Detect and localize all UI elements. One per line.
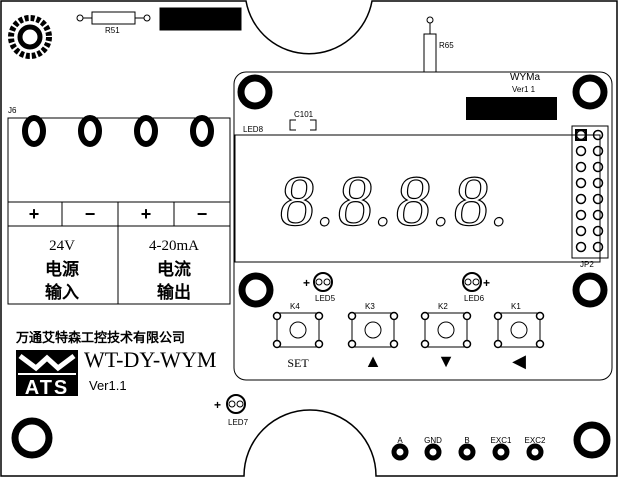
header-pin: [592, 145, 604, 157]
c101-label: C101: [294, 110, 314, 119]
black-pad: [159, 7, 242, 31]
header-pin: [575, 209, 587, 221]
ats-logo: ATS: [16, 350, 78, 399]
button-label: ▲: [364, 351, 382, 371]
button-ref-label: K1: [511, 302, 521, 311]
j6-label: J6: [8, 106, 17, 115]
svg-text:GND: GND: [424, 436, 442, 445]
input-label-line1: 电源: [45, 259, 79, 279]
terminal-minus-1: −: [85, 204, 96, 224]
led5: + LED5: [303, 272, 336, 303]
output-current-label: 4-20mA: [149, 238, 199, 254]
svg-text:+: +: [483, 276, 490, 290]
module-black-pad: [466, 97, 557, 120]
header-pin: [592, 177, 604, 189]
button-ref-label: K2: [438, 302, 448, 311]
button-label: ▼: [437, 351, 455, 371]
terminal-plus-1: +: [29, 204, 40, 224]
header-pin: [575, 177, 587, 189]
display-window: [234, 134, 601, 263]
led7-plus: +: [214, 398, 221, 412]
button-k2[interactable]: K2 ▼: [420, 302, 472, 371]
svg-text:A: A: [397, 436, 403, 445]
led7: + LED7: [214, 394, 249, 427]
svg-text:EXC2: EXC2: [525, 436, 546, 445]
c101-capacitor: [289, 119, 317, 131]
header-pin: [575, 225, 587, 237]
r65-label: R65: [439, 41, 454, 50]
jp2-header: JP2: [571, 125, 609, 269]
r51-label: R51: [105, 26, 120, 35]
header-pin: [575, 193, 587, 205]
header-pin: [575, 241, 587, 253]
header-pin: [575, 145, 587, 157]
module-version: Ver1 1: [512, 85, 536, 94]
svg-text:+: +: [303, 276, 310, 290]
button-label: SET: [287, 356, 309, 370]
svg-text:EXC1: EXC1: [491, 436, 512, 445]
header-pin: [575, 161, 587, 173]
header-pin: [592, 129, 604, 141]
resistor-r65: R65: [423, 16, 454, 73]
led6: + LED6: [462, 272, 490, 303]
button-ref-label: K3: [365, 302, 375, 311]
company-name: 万通艾特森工控技术有限公司: [15, 330, 185, 345]
button-k3[interactable]: K3 ▲: [347, 302, 399, 371]
led7-label: LED7: [228, 418, 249, 427]
button-ref-label: K4: [290, 302, 300, 311]
header-pin: [592, 225, 604, 237]
pin-b: B: [458, 436, 476, 461]
terminal-plus-2: +: [141, 204, 152, 224]
svg-text:ATS: ATS: [25, 377, 70, 399]
pin-gnd: GND: [424, 436, 442, 461]
mounting-holes: [11, 74, 611, 459]
jp2-label: JP2: [580, 260, 594, 269]
svg-text:B: B: [464, 436, 469, 445]
header-pin: [592, 193, 604, 205]
terminal-block: [7, 115, 231, 305]
led8-label: LED8: [243, 125, 264, 134]
input-voltage-label: 24V: [49, 238, 75, 254]
bottom-pins: A GND B EXC1 EXC2: [391, 436, 546, 461]
header-pin: [592, 241, 604, 253]
pin-exc1: EXC1: [491, 436, 512, 461]
pin-a: A: [391, 436, 409, 461]
led6-label: LED6: [464, 294, 485, 303]
header-pin: [575, 129, 587, 141]
board-version: Ver1.1: [89, 378, 127, 393]
button-label: ◀: [512, 351, 526, 371]
seven-segment-digits: 8.8.8.8.: [276, 161, 516, 241]
button-k1[interactable]: K1 ◀: [493, 302, 545, 371]
output-label-line2: 输出: [157, 282, 191, 302]
display-module: WYMa Ver1 1 LED8 C101 8.8.8.8. JP2 + LED…: [233, 71, 613, 381]
pin-exc2: EXC2: [525, 436, 546, 461]
fiducial-hole: [8, 15, 52, 59]
model-name: WT-DY-WYM: [84, 347, 216, 372]
terminal-minus-2: −: [197, 204, 208, 224]
input-label-line2: 输入: [45, 282, 79, 302]
header-pin: [592, 161, 604, 173]
header-pin: [592, 209, 604, 221]
module-name: WYMa: [510, 72, 540, 83]
resistor-r51: R51: [76, 11, 151, 35]
led5-label: LED5: [315, 294, 336, 303]
output-label-line1: 电流: [157, 259, 191, 279]
